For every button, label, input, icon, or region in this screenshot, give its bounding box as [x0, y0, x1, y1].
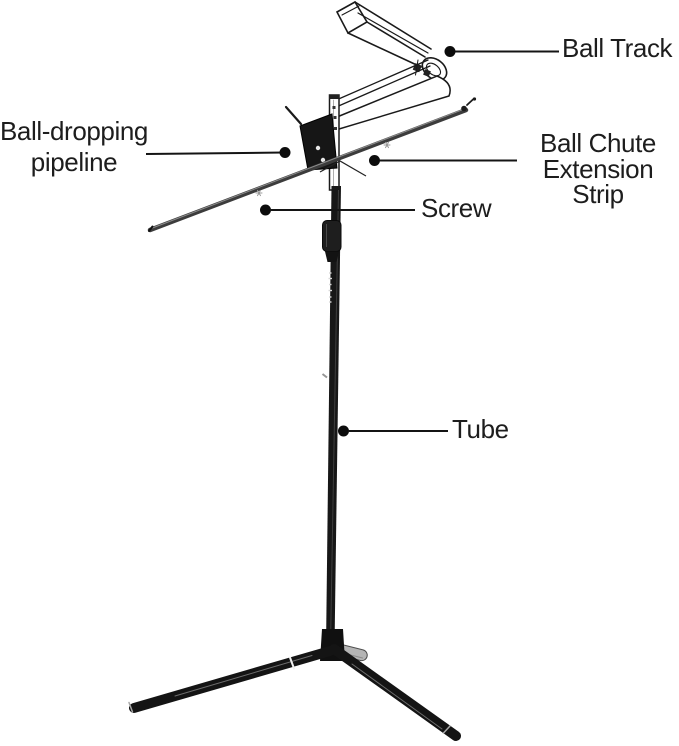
label-text: Ball Track	[562, 33, 673, 63]
ball-track-drawing	[335, 0, 448, 81]
label-ball-chute-extension-strip: Ball Chute Extension Strip	[514, 128, 679, 209]
rail-screws	[332, 106, 337, 130]
label-text-line1: Ball-dropping	[0, 116, 148, 146]
label-text-line1: Ball Chute	[540, 128, 656, 158]
label-text: Tube	[452, 414, 509, 444]
label-ball-dropping-pipeline: Ball-dropping pipeline	[0, 116, 150, 178]
pointer-screw	[260, 204, 415, 216]
label-tube: Tube	[452, 414, 509, 444]
label-screw: Screw	[421, 193, 492, 223]
extension-strip-drawing	[147, 97, 477, 233]
tube-pole-drawing	[321, 186, 342, 648]
pole-brand-marking	[328, 272, 332, 303]
pointer-tube	[338, 425, 448, 437]
callout-pointers	[145, 46, 559, 437]
pointer-ball-chute-extension-strip	[369, 155, 517, 166]
label-text: Screw	[421, 193, 492, 223]
label-ball-track: Ball Track	[562, 33, 673, 63]
label-text-line2: pipeline	[30, 147, 118, 177]
pointer-ball-track	[444, 46, 559, 57]
strip-clip-mark-icon	[255, 141, 391, 197]
clamp-drawing	[284, 105, 367, 177]
tripod-base-drawing	[128, 629, 461, 741]
label-text-line2: Extension Strip	[542, 153, 654, 209]
pointer-ball-dropping-pipeline	[145, 147, 291, 158]
